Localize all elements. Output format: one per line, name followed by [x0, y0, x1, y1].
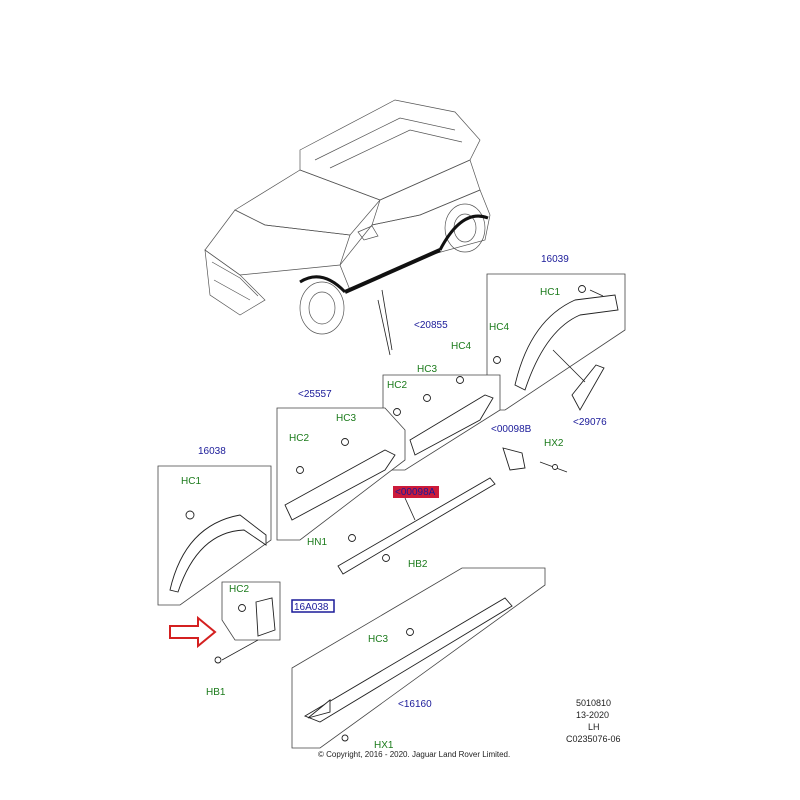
panel-25557: [276, 407, 406, 541]
reference-line-4: C0235076-06: [566, 734, 621, 744]
panel-16160: [291, 567, 546, 749]
highlight-00098a: [393, 486, 439, 498]
fixing-label-hb2: HB2: [408, 559, 428, 570]
fixing-label-hb1: HB1: [206, 687, 226, 698]
fixing-label-hc4-left: HC4: [489, 322, 509, 333]
fixing-label-hc3-16160: HC3: [368, 634, 388, 645]
panel-16038: [157, 465, 272, 606]
fixing-label-hc2-16a038: HC2: [229, 584, 249, 595]
reference-line-1: 5010810: [576, 698, 611, 708]
part-label-25557: <25557: [298, 389, 332, 400]
arrow-right-outline-icon: [169, 615, 217, 649]
panel-16a038: [214, 581, 281, 664]
fixing-label-hc2-25557: HC2: [289, 433, 309, 444]
part-label-16160: <16160: [398, 699, 432, 710]
part-label-16038: 16038: [198, 446, 226, 457]
part-label-16a038: 16A038: [294, 602, 329, 613]
copyright-notice: © Copyright, 2016 - 2020. Jaguar Land Ro…: [318, 750, 510, 759]
fixing-label-hn1: HN1: [307, 537, 327, 548]
highlight-16a038: [291, 599, 335, 613]
reference-line-2: 13-2020: [576, 710, 609, 720]
fixing-label-hc4-mid: HC4: [451, 341, 471, 352]
fixing-label-hc3-mid: HC3: [417, 364, 437, 375]
part-label-00098a: <00098A: [395, 487, 436, 498]
sill-00098a: [337, 477, 496, 575]
part-label-00098b: <00098B: [491, 424, 532, 435]
part-label-29076: <29076: [573, 417, 607, 428]
reference-line-3: LH: [588, 722, 600, 732]
panel-20855: [382, 374, 501, 471]
part-label-16039: 16039: [541, 254, 569, 265]
part-label-20855: <20855: [414, 320, 448, 331]
vehicle-illustration: [204, 99, 491, 356]
fixing-label-hc1-16038: HC1: [181, 476, 201, 487]
fixing-label-hx2: HX2: [544, 438, 564, 449]
panel-16039: [486, 273, 626, 411]
fixing-label-hc1-top: HC1: [540, 287, 560, 298]
fixing-label-hc3-25557: HC3: [336, 413, 356, 424]
fixing-label-hc2-mid: HC2: [387, 380, 407, 391]
fixing-label-hx1: HX1: [374, 740, 394, 751]
bracket-00098b: [502, 447, 568, 473]
